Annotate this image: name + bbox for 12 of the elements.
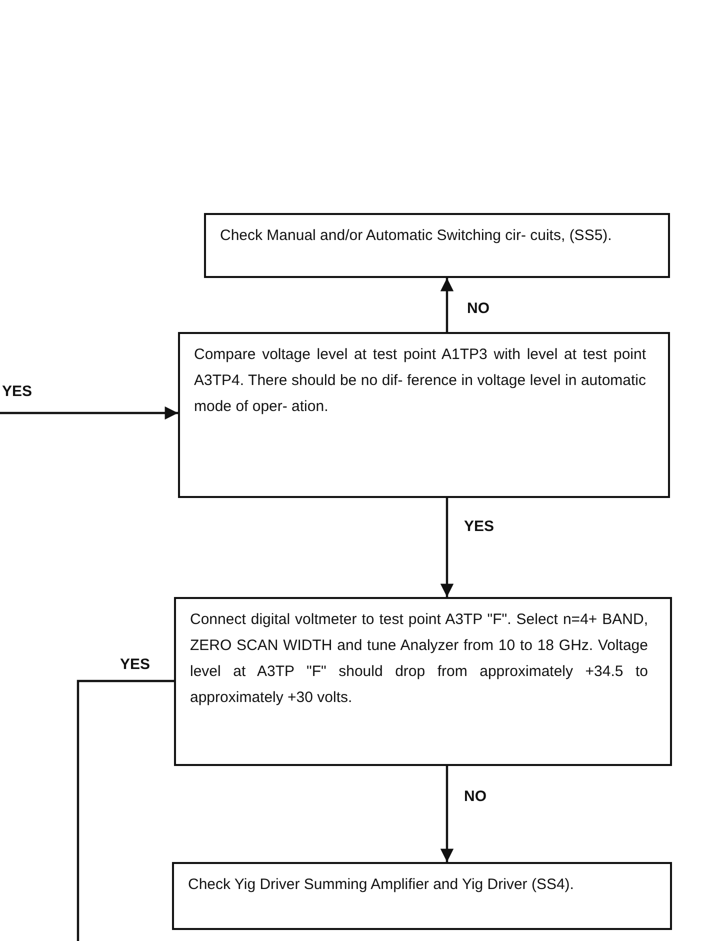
arrow bbox=[0, 406, 178, 420]
arrow bbox=[440, 278, 454, 332]
step-text: Compare voltage level at test point A1TP3 with level at test point A3TP4. There should be no dif- ference in voltage level in automatic mode of oper- ation. bbox=[194, 345, 647, 417]
step-text: Check Manual and/or Automatic Switching cir- cuits, (SS5). bbox=[220, 226, 613, 246]
step-text: Check Yig Driver Summing Amplifier and Yig Driver (SS4). bbox=[188, 875, 575, 895]
process-box bbox=[174, 597, 672, 766]
process-box bbox=[172, 862, 672, 930]
process-box bbox=[178, 332, 670, 498]
arrow bbox=[440, 766, 454, 862]
arrow bbox=[440, 498, 454, 597]
process-box bbox=[204, 213, 670, 278]
step-text: Connect digital voltmeter to test point A3TP "F". Select n=4+ BAND, ZERO SCAN WIDTH and tune Analyzer from 10 to 18 GHz. Voltage level at A3TP "F" should drop from approximately +34.5 to approximately +30 volts. bbox=[190, 610, 649, 708]
